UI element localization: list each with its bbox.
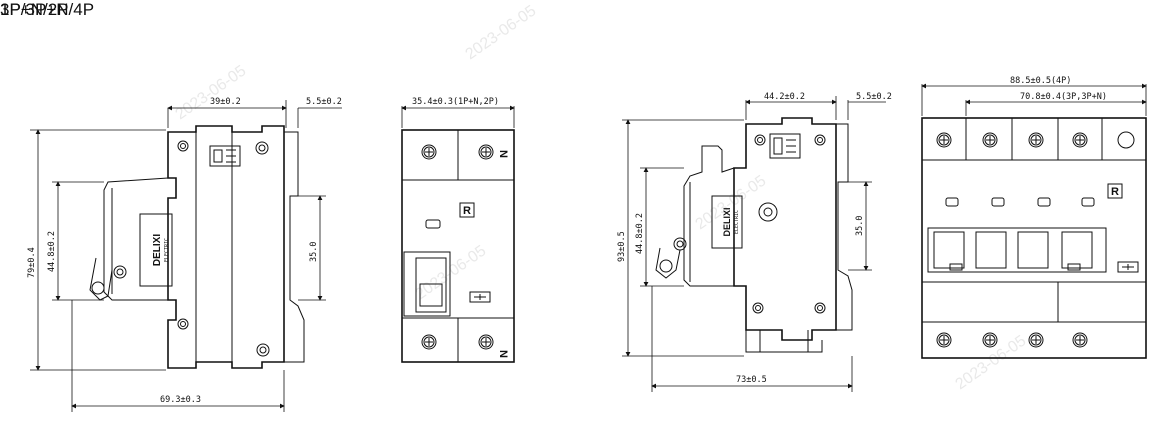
- watermark: 2023-06-05: [463, 2, 540, 63]
- dim-front-width-3p: 70.8±0.4(3P,3P+N): [1020, 92, 1107, 102]
- dim-top-right-4p: 5.5±0.2: [856, 92, 892, 102]
- watermark: 2023-06-05: [413, 242, 490, 303]
- dim-top-right: 5.5±0.2: [306, 97, 342, 107]
- dim-bottom-width-4p: 73±0.5: [736, 375, 767, 385]
- dim-rail: 35.0: [309, 242, 319, 262]
- dim-height-inner-4p: 44.8±0.2: [635, 213, 645, 254]
- side-view-2p: DELIXI ELECTRIC: [89, 125, 305, 369]
- dim-height-total: 79±0.4: [27, 247, 37, 278]
- dim-front-width: 35.4±0.3(1P+N,2P): [412, 97, 499, 107]
- dim-bottom-width: 69.3±0.3: [160, 395, 201, 405]
- watermark: 2023-06-05: [953, 332, 1030, 393]
- dimensions-4p-front: 88.5±0.5(4P) 70.8±0.4(3P,3P+N): [921, 76, 1147, 116]
- r-mark-4p: R: [1111, 186, 1119, 198]
- watermark: 2023-06-05: [173, 62, 250, 123]
- front-view-4p: R: [921, 117, 1147, 359]
- dim-height-inner: 44.8±0.2: [47, 231, 57, 272]
- dimensions-4p: 44.2±0.2 5.5±0.2 93±0.5 44.8±0.2 35.0 73…: [617, 92, 892, 392]
- brand-sub: ELECTRIC: [734, 210, 740, 234]
- neutral-mark-top: N: [497, 150, 509, 158]
- brand-sub: ELECTRIC: [164, 238, 170, 262]
- heading-1p-n-2p: 1P+N/2P: [0, 0, 69, 19]
- heading-3p-4p: 3P/3P+N/4P: [0, 0, 95, 19]
- r-mark: R: [463, 205, 471, 217]
- brand-logo: DELIXI: [722, 207, 732, 236]
- front-view-2p: N N R: [401, 129, 515, 363]
- dimensions-2p-front: 35.4±0.3(1P+N,2P): [401, 97, 515, 128]
- dim-front-width-4p: 88.5±0.5(4P): [1010, 76, 1071, 86]
- dim-height-total-4p: 93±0.5: [617, 231, 627, 262]
- dim-top-width-4p: 44.2±0.2: [764, 92, 805, 102]
- brand-logo: DELIXI: [152, 234, 163, 266]
- neutral-mark-bottom: N: [497, 350, 509, 358]
- dimensions-2p: 39±0.2 5.5±0.2 79±0.4 44.8±0.2 35.0 69.3…: [27, 97, 342, 412]
- side-view-4p: DELIXI ELECTRIC: [655, 117, 853, 353]
- dim-top-width: 39±0.2: [210, 97, 241, 107]
- watermark-group: 2023-06-05 2023-06-05 2023-06-05 2023-06…: [173, 2, 1030, 393]
- dim-rail-4p: 35.0: [855, 216, 865, 236]
